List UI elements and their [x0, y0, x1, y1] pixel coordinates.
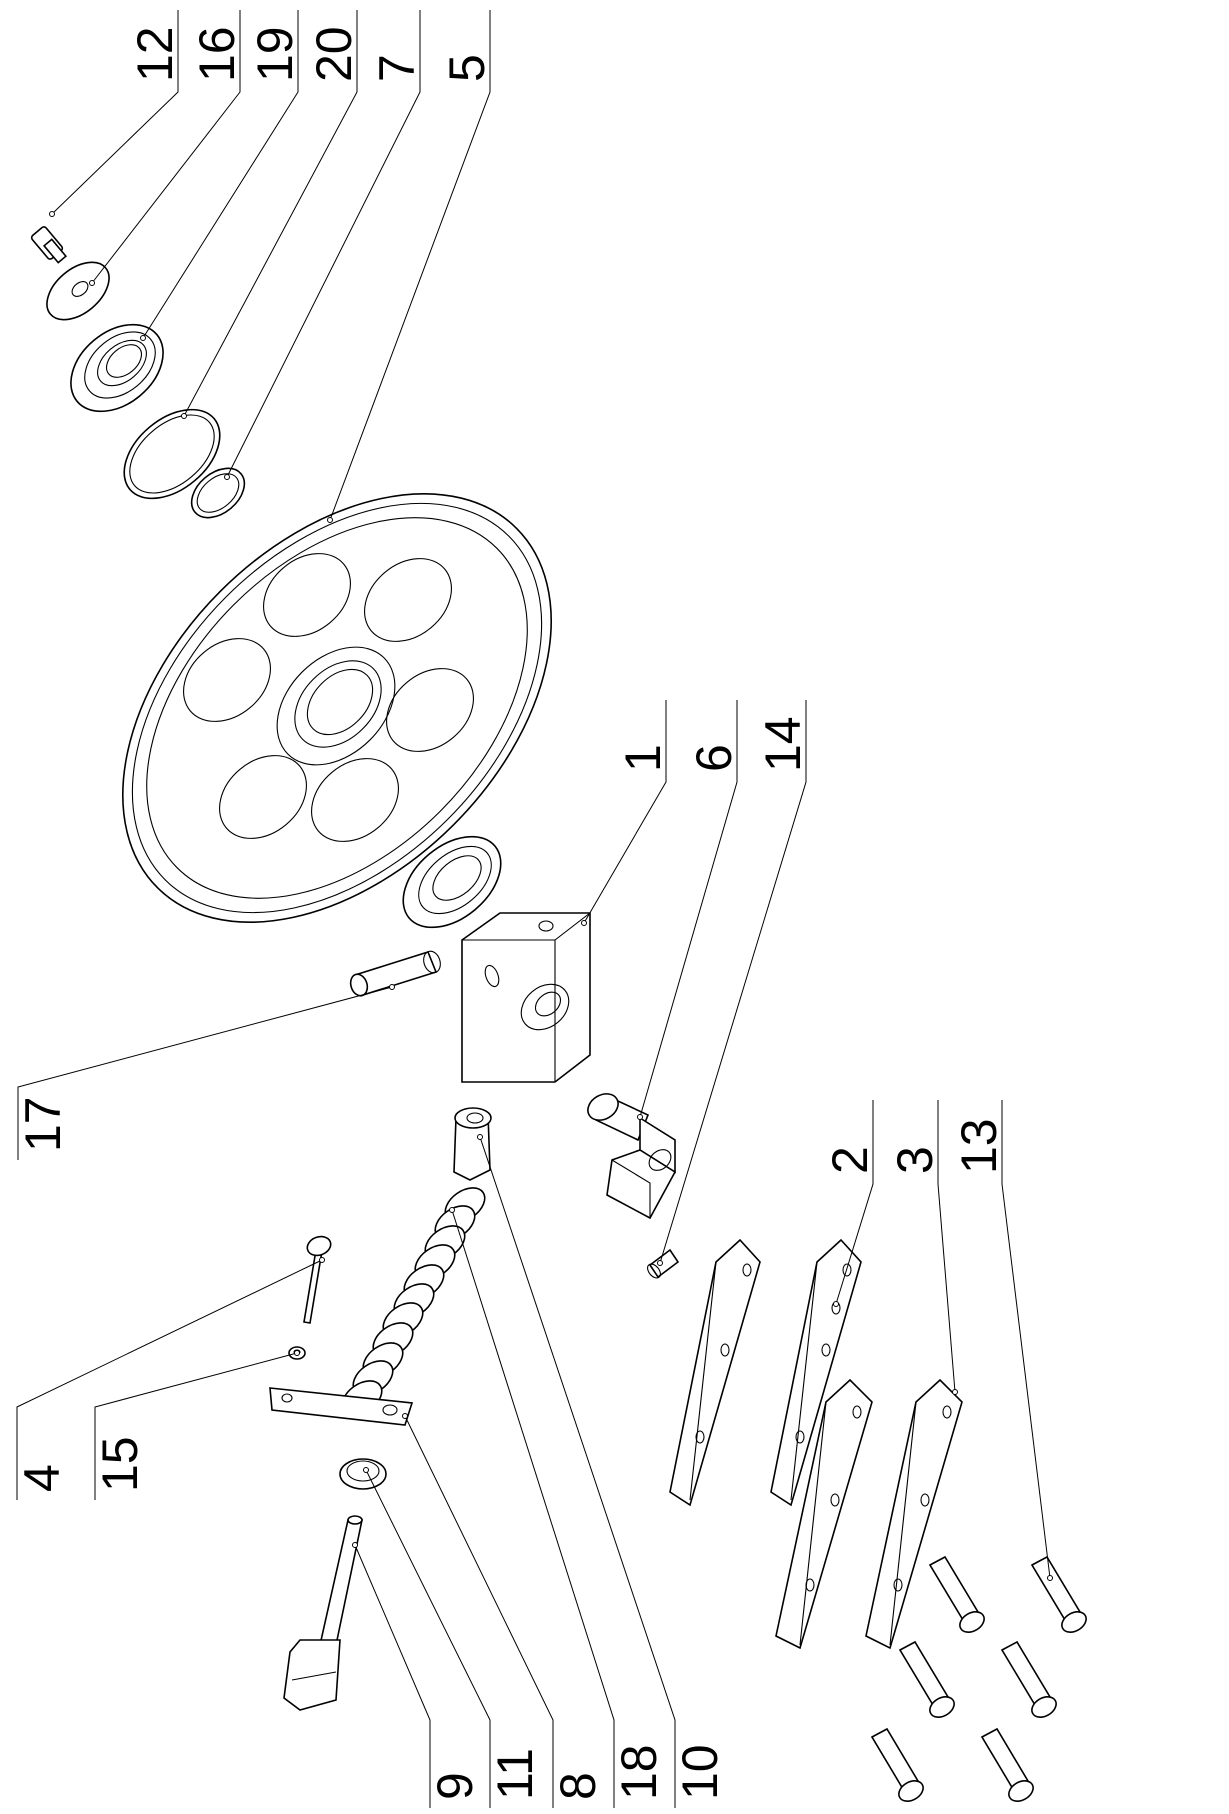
part-17-pin: [349, 950, 441, 997]
part-1-block: [461, 912, 591, 1083]
part-8-flat-bar: [269, 1387, 414, 1426]
part-bars-lower: [775, 1378, 873, 1650]
callout-14: 14: [755, 716, 811, 772]
part-14-small-pin: [647, 1248, 680, 1279]
callout-9: 9: [427, 1772, 483, 1800]
callout-18: 18: [611, 1744, 667, 1800]
part-16-washer: [46, 261, 110, 321]
part-11-cap: [339, 1458, 387, 1490]
callout-7: 7: [369, 54, 425, 82]
callout-11: 11: [487, 1748, 543, 1800]
part-20-snap-ring: [123, 408, 221, 500]
part-3-bar: [865, 1378, 963, 1650]
callout-4: 4: [14, 1464, 70, 1492]
part-4-bolt: [303, 1235, 332, 1324]
callout-8: 8: [550, 1772, 606, 1800]
callout-20: 20: [306, 26, 362, 82]
part-2-bar: [770, 1238, 862, 1507]
part-12-bolt: [30, 226, 68, 264]
part-6-shaft-block: [587, 1093, 677, 1220]
callout-labels: 12 16 19 20 7 5 1 6 14 17 2 3 13 4 15 9 …: [14, 26, 1007, 1800]
part-5-pulley-wheel: [122, 493, 552, 923]
callout-19: 19: [247, 26, 303, 82]
part-bars-upper: [669, 1238, 761, 1507]
callout-15: 15: [92, 1436, 148, 1492]
callout-1: 1: [615, 744, 671, 772]
part-19-bearing: [70, 323, 164, 413]
callout-10: 10: [672, 1744, 728, 1800]
leader-lines: [16, 10, 1053, 1808]
callout-17: 17: [15, 1096, 71, 1152]
callout-6: 6: [686, 744, 742, 772]
callout-12: 12: [127, 26, 183, 82]
callout-3: 3: [887, 1146, 943, 1174]
part-13-cap-screws: [870, 1555, 1087, 1802]
part-bearing-2: [402, 835, 502, 929]
callout-2: 2: [822, 1146, 878, 1174]
part-7-ring: [190, 467, 246, 519]
part-9-shaft: [283, 1515, 363, 1711]
part-18-washer-stack: [341, 1187, 486, 1416]
callout-5: 5: [439, 54, 495, 82]
callout-16: 16: [189, 26, 245, 82]
part-10-sleeve: [453, 1107, 492, 1181]
callout-13: 13: [951, 1118, 1007, 1174]
